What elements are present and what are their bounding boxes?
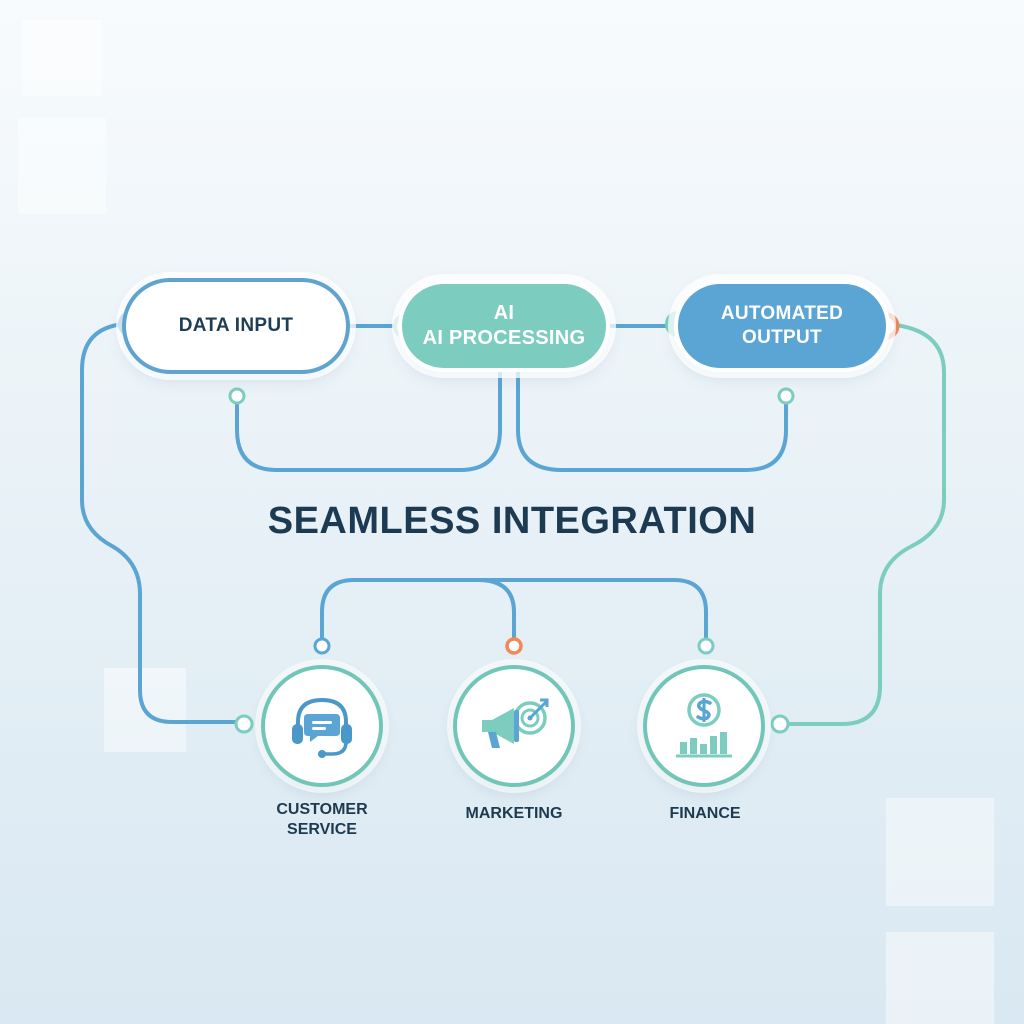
- wire-department-bus: [320, 578, 708, 648]
- dollar-chart-icon: [676, 693, 732, 758]
- node-finance-top: [697, 637, 715, 655]
- customer-service-label-line2: SERVICE: [287, 821, 357, 838]
- node-finance-right: [770, 714, 790, 734]
- background-tile: [886, 798, 994, 906]
- node-output-bottom: [777, 387, 795, 405]
- background-tile: [22, 20, 102, 96]
- data-input-node: DATA INPUT: [122, 278, 350, 374]
- ai-processing-label-line2: AI PROCESSING: [422, 327, 586, 349]
- customer-service-node: [261, 665, 383, 787]
- node-customer-service-left: [234, 714, 254, 734]
- headset-chat-icon: [292, 697, 352, 758]
- ai-processing-label-line1: AI: [493, 302, 515, 324]
- customer-service-label-line1: CUSTOMER: [276, 801, 368, 818]
- data-input-label: DATA INPUT: [178, 315, 294, 336]
- marketing-label: MARKETING: [465, 805, 563, 822]
- automated-output-label-line2: OUTPUT: [742, 327, 822, 348]
- node-input-bottom: [228, 387, 246, 405]
- wire-lower-right-loop: [516, 370, 788, 472]
- background-tile: [886, 932, 994, 1024]
- finance-node: [643, 665, 765, 787]
- wire-right-loop: [782, 322, 946, 726]
- wire-left-loop: [80, 322, 242, 724]
- automated-output-node: AUTOMATED OUTPUT: [674, 280, 890, 372]
- node-marketing-top: [505, 637, 523, 655]
- background-tile: [18, 118, 106, 214]
- node-customer-service-top: [313, 637, 331, 655]
- wire-lower-left-loop: [235, 370, 502, 472]
- finance-label: FINANCE: [669, 805, 741, 822]
- ai-processing-node: AI AI PROCESSING: [398, 280, 610, 372]
- marketing-node: [453, 665, 575, 787]
- megaphone-target-icon: [482, 698, 549, 748]
- customer-service-label: CUSTOMER SERVICE: [232, 800, 412, 840]
- wire-marketing-branch: [476, 578, 516, 648]
- automated-output-label-line1: AUTOMATED: [720, 303, 844, 324]
- diagram-title: SEAMLESS INTEGRATION: [267, 500, 757, 542]
